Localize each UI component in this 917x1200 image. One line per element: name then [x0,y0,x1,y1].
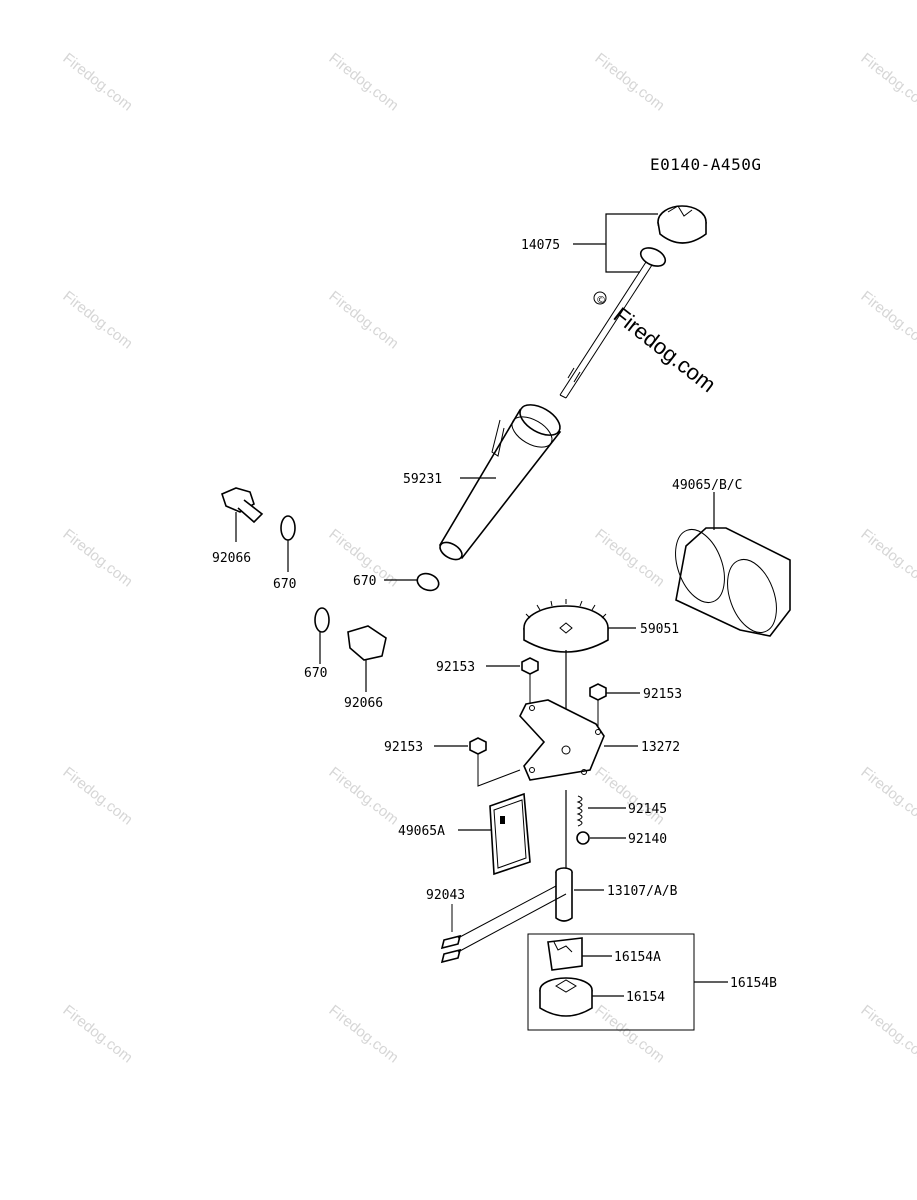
watermark: Firedog.com [592,50,668,115]
label-92140: 92140 [628,832,667,847]
watermark: Firedog.com [858,288,917,353]
label-49065a: 49065A [398,824,445,839]
center-watermark: Firedog.com [609,302,721,397]
spring-92145-icon [576,795,583,827]
watermark: Firedog.com [60,764,136,829]
shaft-13107-icon [555,867,573,922]
copyright-symbol: © [596,295,606,306]
watermark: Firedog.com [60,526,136,591]
watermark-layer: Firedog.com Firedog.com Firedog.com Fire… [60,50,917,1067]
watermark: Firedog.com [60,50,136,115]
outer-rotor-16154-icon [539,977,593,1017]
label-92066-lower: 92066 [344,696,383,711]
dipstick-14075 [559,205,707,399]
watermark: Firedog.com [326,288,402,353]
label-92153-c: 92153 [384,740,423,755]
pin-92043-icon [440,934,462,964]
drain-plug-92066-lower-icon [314,607,387,661]
o-ring-670-icon [416,572,440,592]
watermark: Firedog.com [592,1002,668,1067]
watermark: Firedog.com [592,764,668,829]
label-670-left: 670 [273,577,296,592]
cover-plate-13272-icon [519,699,605,781]
watermark: Firedog.com [592,526,668,591]
watermark: Firedog.com [858,1002,917,1067]
label-16154a: 16154A [614,950,661,965]
watermark: Firedog.com [858,764,917,829]
gear-59051-icon [523,599,609,653]
watermark: Firedog.com [326,50,402,115]
label-92145: 92145 [628,802,667,817]
label-16154: 16154 [626,990,665,1005]
label-92043: 92043 [426,888,465,903]
label-14075: 14075 [521,238,560,253]
label-670-tube: 670 [353,574,376,589]
watermark: Firedog.com [326,1002,402,1067]
label-59231: 59231 [403,472,442,487]
watermark: Firedog.com [326,764,402,829]
oil-filter-49065-icon [675,527,791,637]
ball-92140-icon [576,831,590,845]
label-92153-b: 92153 [643,687,682,702]
label-13107: 13107/A/B [607,884,678,899]
watermark: Firedog.com [858,526,917,591]
label-92153-a: 92153 [436,660,475,675]
drain-plug-92066-icon [221,487,296,541]
watermark: Firedog.com [60,288,136,353]
label-49065bc: 49065/B/C [672,478,742,493]
watermark: Firedog.com [858,50,917,115]
label-59051: 59051 [640,622,679,637]
inner-rotor-16154a-icon [547,937,583,971]
bolt-92153-icon [469,657,607,764]
label-13272: 13272 [641,740,680,755]
oil-screen-49065a-icon [489,792,531,876]
label-92066-top: 92066 [212,551,251,566]
label-16154b: 16154B [730,976,777,991]
copyright-icon [593,291,607,305]
diagram-code: E0140-A450G [650,155,761,174]
oil-filler-tube-59231 [438,404,562,561]
label-670-lower: 670 [304,666,327,681]
watermark: Firedog.com [60,1002,136,1067]
